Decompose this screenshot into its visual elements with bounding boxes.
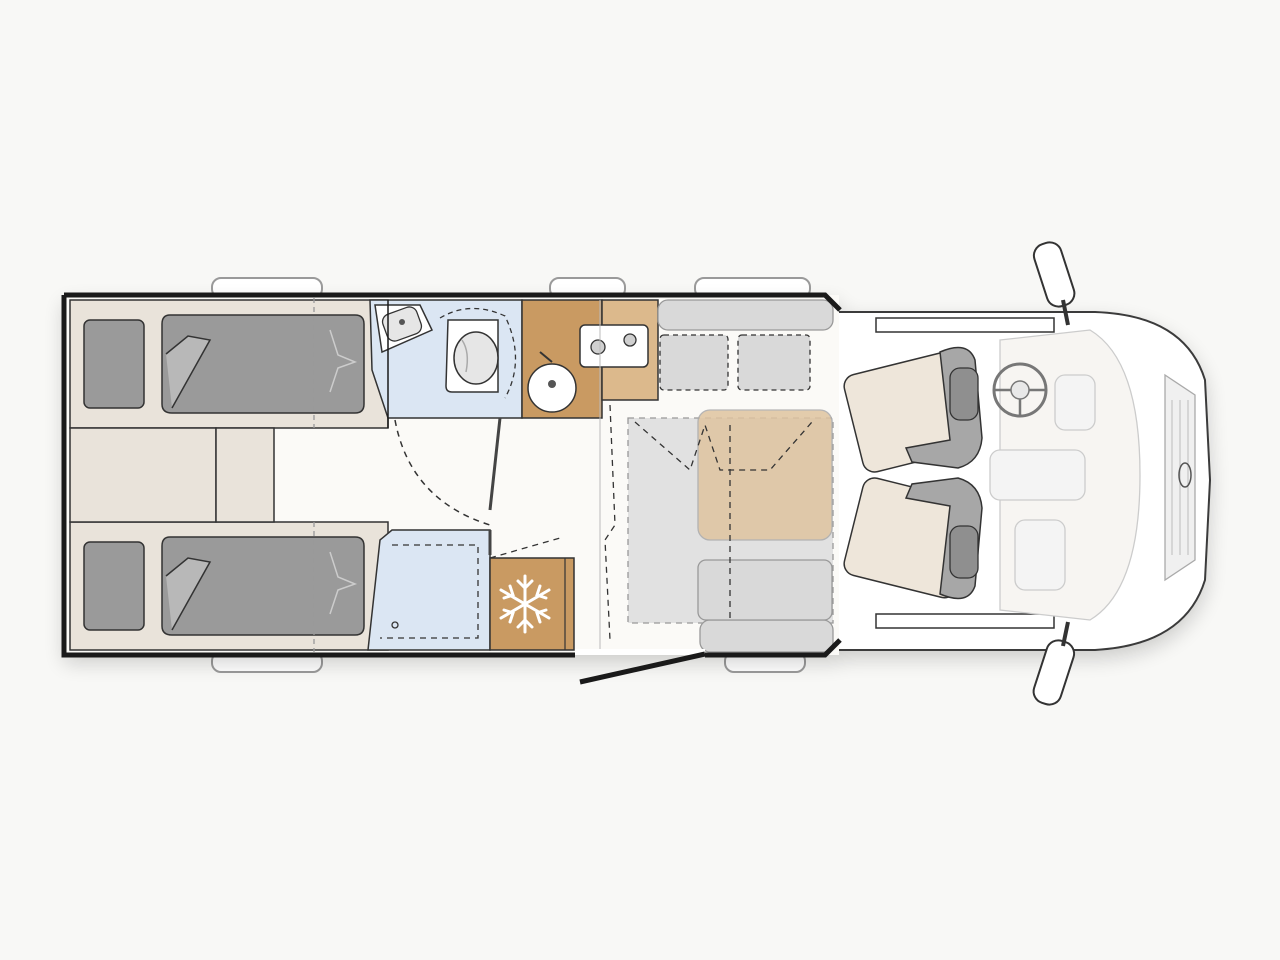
rear-beds: [69, 298, 389, 652]
snowflake-icon: [499, 574, 551, 634]
bed-extension-left: [69, 427, 217, 523]
steering-wheel-icon[interactable]: [992, 362, 1048, 418]
center-console: [989, 449, 1086, 501]
blanket-fold-top: [165, 335, 212, 409]
passenger-seat[interactable]: [842, 475, 983, 600]
dinette: [599, 299, 834, 653]
kitchen: [521, 299, 659, 419]
cab-door-bottom: [875, 613, 1055, 629]
washroom-door[interactable]: [488, 417, 502, 511]
bench-top: [657, 299, 834, 331]
pillow-top: [83, 319, 145, 409]
fridge-cabinet: [489, 557, 575, 651]
entry-door[interactable]: [575, 649, 706, 685]
driver-seat[interactable]: [842, 346, 983, 475]
cab-door-top: [875, 317, 1055, 333]
pillow-bottom: [83, 541, 145, 631]
mirror-bottom: [1032, 621, 1076, 706]
mirror-top: [1032, 241, 1076, 326]
shower: [367, 529, 492, 651]
seat-cushion-2: [737, 334, 811, 391]
bench-bottom: [699, 619, 834, 653]
seat-cushion-1: [659, 334, 729, 391]
bed-extension-right: [215, 427, 275, 523]
walls: [61, 292, 842, 658]
cab: [842, 241, 1196, 706]
dining-table[interactable]: [697, 409, 833, 541]
washroom: [369, 299, 523, 526]
center-console-bottom: [1014, 519, 1066, 591]
center-console-top: [1054, 374, 1096, 431]
entry-door-leaf[interactable]: [579, 651, 706, 685]
shower-drain: [391, 621, 399, 629]
brand-logo: [1178, 462, 1192, 488]
seat-cushion-3: [697, 559, 833, 621]
stove-icon: [579, 324, 649, 368]
blanket-fold-bottom: [165, 557, 212, 631]
fridge: [489, 537, 575, 651]
shower-tray: [367, 529, 491, 651]
